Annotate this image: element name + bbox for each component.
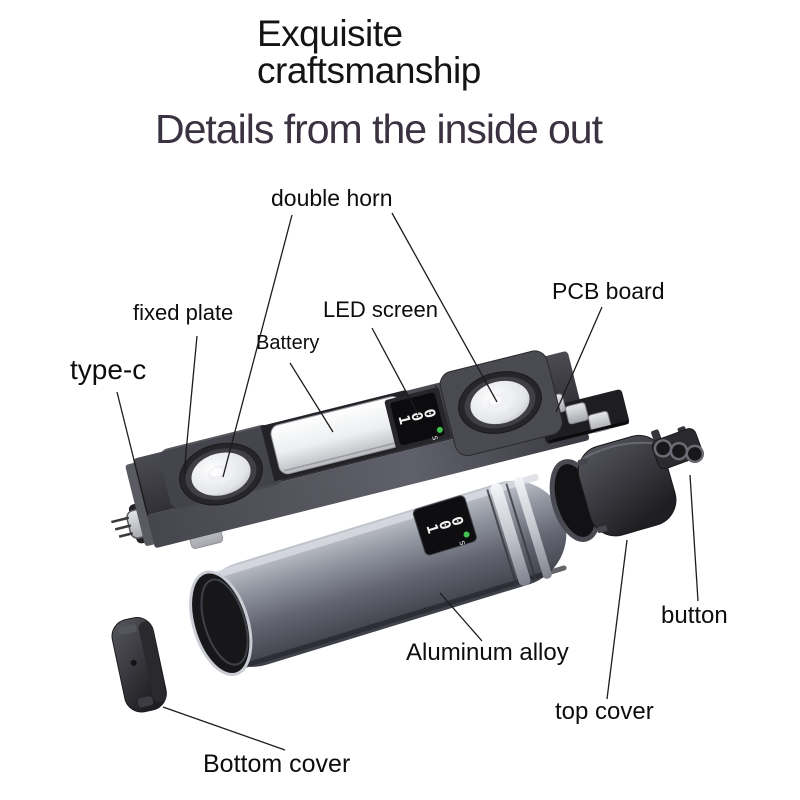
label-led-screen: LED screen [323, 297, 438, 322]
leader-type-c [116, 391, 149, 517]
label-top-cover: top cover [555, 698, 654, 725]
label-pcb-board: PCB board [552, 278, 665, 304]
chassis-end-cap [125, 462, 157, 546]
body-led-indicator [463, 531, 470, 538]
label-aluminum-alloy: Aluminum alloy [406, 639, 569, 666]
battery-part [260, 389, 420, 482]
leader-aluminum [439, 592, 483, 642]
label-type-c: type-c [70, 354, 147, 385]
leader-double-horn-right [391, 212, 498, 403]
left-speaker [179, 442, 263, 506]
body-open-end [189, 570, 253, 677]
page-subtitle: Details from the inside out [155, 106, 603, 152]
page-title-line1: Exquisite [257, 13, 403, 54]
page-title-line2: craftsmanship [257, 50, 481, 91]
label-battery: Battery [256, 332, 320, 354]
leader-double-horn-left [222, 214, 293, 478]
leader-bottom-cover [162, 706, 286, 751]
leader-top-cover [606, 539, 628, 700]
label-fixed-plate: fixed plate [133, 300, 234, 325]
leader-fixed-plate [183, 335, 198, 475]
right-speaker [458, 371, 542, 434]
internal-assembly: 100 s [111, 350, 630, 549]
body-ring [514, 476, 552, 579]
leader-button [689, 474, 699, 602]
chassis-led-screen: 100 s [384, 387, 451, 451]
button-part [651, 426, 705, 470]
leader-battery [289, 362, 334, 433]
label-bottom-cover: Bottom cover [203, 750, 351, 778]
chassis-led-unit: s [429, 434, 440, 442]
leader-lines [116, 212, 699, 751]
leader-pcb-board [555, 306, 603, 413]
chassis-led-indicator [436, 426, 443, 433]
body-ring [490, 483, 531, 586]
bottom-cover-part [111, 617, 167, 713]
label-double-horn: double horn [271, 185, 393, 211]
body-led-screen: 100 s [412, 495, 478, 556]
body-led-unit: s [456, 539, 467, 547]
label-button: button [661, 602, 728, 629]
page-title: Exquisite craftsmanship [257, 15, 481, 89]
leader-led-screen [371, 327, 419, 415]
top-cover-part [549, 434, 677, 542]
aluminum-body: 100 s [189, 473, 567, 677]
